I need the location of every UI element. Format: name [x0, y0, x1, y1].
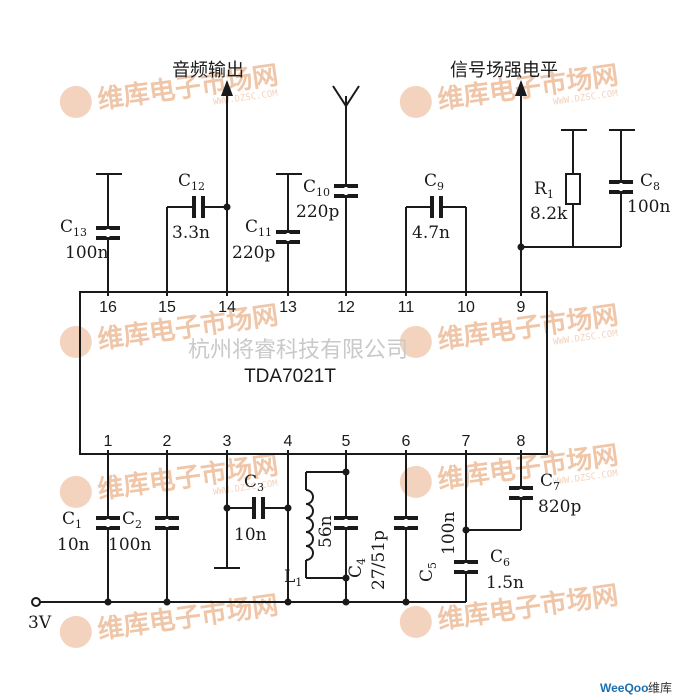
- c5-ref: C5: [417, 562, 439, 582]
- c9-value: 4.7n: [412, 223, 450, 243]
- pin-label-15: 15: [158, 299, 176, 316]
- watermark-brand: 维库电子市场网: [436, 580, 621, 636]
- pin-label-3: 3: [223, 433, 232, 450]
- watermark-logo-icon: [399, 85, 432, 118]
- ic-body: [79, 291, 548, 455]
- footer-logo-weeqoo: WeeQoo: [600, 681, 648, 695]
- bottom-pin-labels: 1 2 3 4 5 6 7 8: [104, 433, 526, 454]
- c10-ref: C10: [303, 177, 330, 199]
- c4-value: 27/51p: [369, 530, 389, 590]
- c12-value: 3.3n: [172, 223, 210, 243]
- l1-ref: L1: [284, 567, 302, 589]
- footer-logo: WeeQoo 维库: [600, 680, 672, 695]
- pin-label-12: 12: [337, 299, 355, 316]
- pin-label-7: 7: [462, 433, 471, 450]
- c8-value: 100n: [627, 197, 670, 217]
- l1-value: 56n: [316, 515, 336, 548]
- top-circuit: C13 100n C12 3.3n C11 220p C10 220p: [60, 85, 670, 292]
- junction-dot: [223, 504, 231, 512]
- pin-label-4: 4: [284, 433, 293, 450]
- watermark-logo-icon: [59, 475, 92, 508]
- watermark-logo-icon: [399, 465, 432, 498]
- junction-dot: [284, 598, 292, 606]
- c9-ref: C9: [424, 171, 444, 193]
- pin-label-10: 10: [457, 299, 475, 316]
- signal-output-arrow-icon: [515, 80, 527, 96]
- ic-name: TDA7021T: [244, 366, 336, 387]
- watermark-logo-icon: [59, 85, 92, 118]
- c11-value: 220p: [232, 243, 275, 263]
- watermark-layer: 维库电子市场网 WWW.DZSC.COM 维库电子市场网 WWW.DZSC.CO…: [59, 60, 621, 648]
- pin-label-8: 8: [517, 433, 526, 450]
- pin-label-16: 16: [99, 299, 117, 316]
- r1-resistor: [565, 173, 581, 205]
- c10-value: 220p: [296, 202, 339, 222]
- c7-value: 820p: [538, 497, 581, 517]
- c13-ref: C13: [60, 217, 87, 239]
- junction-dot: [223, 203, 231, 211]
- c3-ref: C3: [244, 472, 264, 494]
- c1-ref: C1: [62, 509, 82, 531]
- c13-value: 100n: [65, 243, 108, 263]
- audio-output-arrow-icon: [221, 80, 233, 96]
- pin-label-5: 5: [342, 433, 351, 450]
- l1-inductor-icon: [305, 489, 314, 561]
- watermark-logo-icon: [59, 615, 92, 648]
- pin-label-1: 1: [104, 433, 113, 450]
- r1-value: 8.2k: [530, 204, 568, 224]
- supply-voltage-label: 3V: [28, 613, 52, 633]
- signal-level-label: 信号场强电平: [450, 60, 558, 81]
- c12-ref: C12: [178, 171, 205, 193]
- watermark-brand: 维库电子市场网: [96, 590, 281, 646]
- r1-ref: R1: [534, 179, 554, 201]
- top-pin-labels: 16 15 14 13 12 11 10 9: [99, 292, 526, 316]
- pin-label-13: 13: [279, 299, 297, 316]
- c3-value: 10n: [234, 525, 267, 545]
- c1-value: 10n: [57, 535, 90, 555]
- watermark-company: 杭州将睿科技有限公司: [188, 338, 408, 363]
- c2-value: 100n: [108, 535, 151, 555]
- pin-label-2: 2: [163, 433, 172, 450]
- junction-dot: [402, 598, 410, 606]
- c6-ref: C6: [490, 547, 510, 569]
- c6-value: 1.5n: [486, 573, 524, 593]
- c8-ref: C8: [640, 171, 660, 193]
- antenna-icon: [332, 85, 360, 108]
- c2-ref: C2: [122, 509, 142, 531]
- junction-dot: [517, 243, 525, 251]
- pin-label-11: 11: [398, 299, 415, 316]
- watermark-logo-icon: [399, 605, 432, 638]
- c4-ref: C4: [346, 558, 368, 578]
- supply-terminal-icon: [31, 597, 41, 607]
- junction-dot: [163, 598, 171, 606]
- junction-dot: [342, 598, 350, 606]
- bottom-circuit: 3V C1 10n C2 100n C3 10n: [28, 454, 581, 633]
- top-outputs: 音频输出 信号场强电平: [172, 60, 558, 292]
- pin-label-6: 6: [402, 433, 411, 450]
- watermark-logo-icon: [399, 325, 432, 358]
- pin-label-9: 9: [517, 299, 526, 316]
- footer-logo-weiku: 维库: [648, 680, 672, 695]
- c5-value: 100n: [439, 512, 459, 555]
- junction-dot: [104, 598, 112, 606]
- audio-output-label: 音频输出: [172, 60, 244, 81]
- c11-ref: C11: [245, 217, 272, 239]
- c7-ref: C7: [540, 471, 560, 493]
- watermark-logo-icon: [59, 325, 92, 358]
- pin-label-14: 14: [218, 299, 236, 316]
